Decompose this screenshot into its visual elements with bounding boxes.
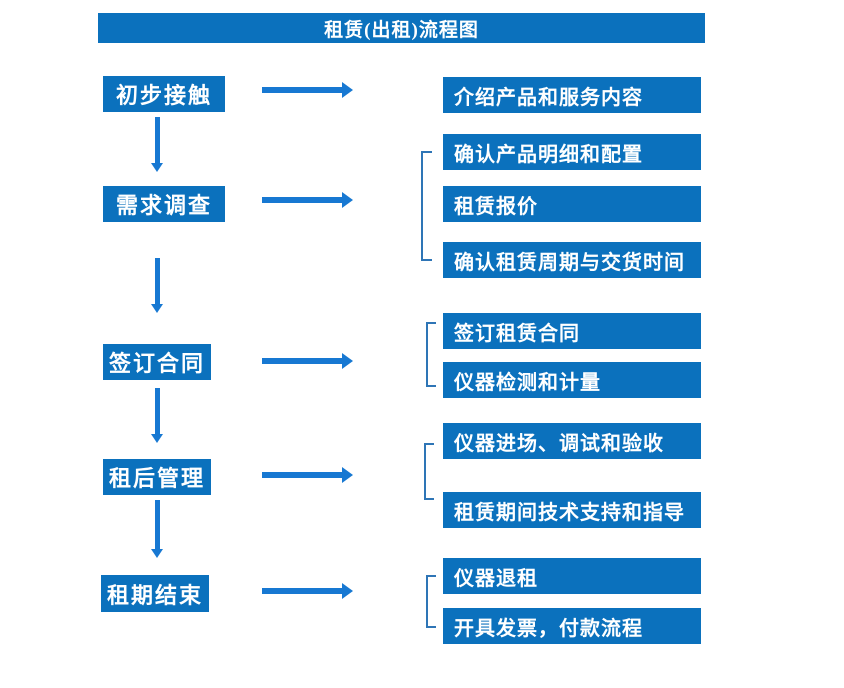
group-bracket	[426, 575, 436, 628]
detail-box-introduce-services: 介绍产品和服务内容	[443, 77, 701, 113]
step-box-initial-contact: 初步接触	[103, 76, 225, 112]
detail-box-instrument-testing: 仪器检测和计量	[443, 362, 701, 398]
right-arrow-icon	[262, 82, 353, 98]
right-arrow-icon	[262, 353, 353, 369]
group-bracket	[426, 322, 436, 387]
flow-title: 租赁(出租)流程图	[324, 19, 479, 41]
detail-box-rental-quote: 租赁报价	[443, 186, 701, 222]
detail-box-confirm-rental-period: 确认租赁周期与交货时间	[443, 242, 701, 278]
detail-box-instrument-setup: 仪器进场、调试和验收	[443, 423, 701, 459]
group-bracket	[424, 443, 434, 500]
detail-box-confirm-product-details: 确认产品明细和配置	[443, 134, 701, 170]
right-arrow-icon	[262, 192, 353, 208]
group-bracket	[421, 151, 432, 261]
detail-box-tech-support: 租赁期间技术支持和指导	[443, 492, 701, 528]
detail-box-sign-rental-contract: 签订租赁合同	[443, 313, 701, 349]
down-arrow-icon	[151, 388, 163, 443]
step-box-demand-survey: 需求调查	[103, 186, 225, 222]
down-arrow-icon	[151, 500, 163, 558]
down-arrow-icon	[151, 258, 163, 313]
down-arrow-icon	[151, 117, 163, 172]
title-bar: 租赁(出租)流程图	[98, 13, 705, 43]
right-arrow-icon	[262, 467, 353, 483]
step-box-post-rental-management: 租后管理	[103, 459, 211, 495]
right-arrow-icon	[262, 583, 353, 599]
step-box-rental-end: 租期结束	[101, 575, 209, 612]
detail-box-instrument-return: 仪器退租	[443, 558, 701, 594]
step-box-sign-contract: 签订合同	[103, 344, 211, 380]
detail-box-invoice-payment: 开具发票，付款流程	[443, 608, 701, 644]
